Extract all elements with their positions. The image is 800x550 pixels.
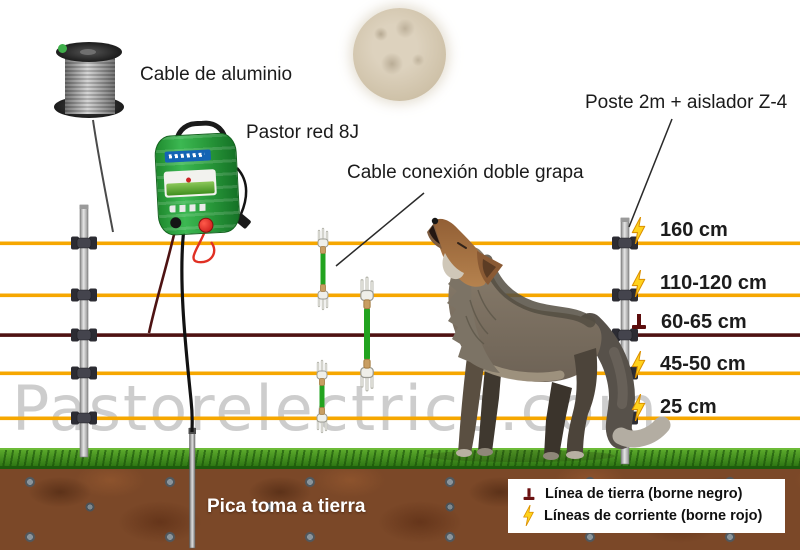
label-pastor-red-8j: Pastor red 8J <box>246 122 359 143</box>
spool-wire-barrel <box>65 52 115 114</box>
energizer-device <box>153 119 245 237</box>
jumper-cable-2 <box>359 276 375 392</box>
lightning-icon <box>631 393 646 421</box>
moon <box>353 8 446 101</box>
wire-45-50cm <box>0 371 800 376</box>
legend-box: Línea de tierra (borne negro) Líneas de … <box>508 479 785 533</box>
earth-cable-black <box>180 227 194 433</box>
height-label: 60-65 cm <box>661 310 747 333</box>
red-connection-cable <box>192 230 216 264</box>
aluminum-cable-spool <box>54 36 128 122</box>
wire-25cm <box>0 416 800 421</box>
insulator <box>70 328 98 342</box>
fence-post-right <box>620 217 630 465</box>
wire-160cm <box>0 241 800 246</box>
label-cable-conexion: Cable conexión doble grapa <box>347 162 584 183</box>
aluminum-wire-strand <box>92 119 114 233</box>
insulator <box>70 411 98 425</box>
insulator <box>70 236 98 250</box>
pointer-line-poste <box>628 118 673 228</box>
energizer-product-label <box>163 169 217 198</box>
wolf-illustration <box>425 217 671 462</box>
height-row-60-65cm: 60-65 cm <box>630 307 747 337</box>
insulator <box>70 366 98 380</box>
height-label: 110-120 cm <box>660 271 767 294</box>
power-cord <box>236 167 248 215</box>
lightning-icon <box>631 269 646 297</box>
height-label: 45-50 cm <box>660 352 746 375</box>
height-row-110-120cm: 110-120 cm <box>630 268 767 298</box>
lightning-icon <box>631 350 646 378</box>
legend-item-ground: Línea de tierra (borne negro) <box>522 486 785 502</box>
spool-hole <box>80 49 96 55</box>
lightning-icon <box>523 505 534 526</box>
jumper-cable-1 <box>316 227 330 311</box>
height-row-25cm: 25 cm <box>630 392 717 422</box>
wire-110-120cm <box>0 293 800 298</box>
ground-wire-60-65cm <box>0 333 800 337</box>
legend-label: Líneas de corriente (borne rojo) <box>544 507 763 524</box>
height-row-45-50cm: 45-50 cm <box>630 349 746 379</box>
label-poste-aislador: Poste 2m + aislador Z-4 <box>585 92 788 113</box>
label-cable-aluminio: Cable de aluminio <box>140 64 293 85</box>
ground-icon <box>523 487 535 500</box>
ground-icon <box>632 314 646 329</box>
height-label: 25 cm <box>660 395 717 418</box>
height-row-160cm: 160 cm <box>630 215 728 245</box>
jumper-cable-3 <box>315 359 329 434</box>
grass <box>0 448 800 469</box>
legend-item-current: Líneas de corriente (borne rojo) <box>522 505 785 526</box>
spool-green-knob <box>58 44 67 53</box>
label-pica-toma-tierra: Pica toma a tierra <box>207 496 366 517</box>
legend-label: Línea de tierra (borne negro) <box>545 486 743 502</box>
earth-rod <box>188 427 196 549</box>
ground-line-cable <box>147 225 178 334</box>
lightning-icon <box>631 216 646 244</box>
pointer-line-grapa <box>335 192 425 267</box>
height-label: 160 cm <box>660 218 728 241</box>
insulator <box>70 288 98 302</box>
